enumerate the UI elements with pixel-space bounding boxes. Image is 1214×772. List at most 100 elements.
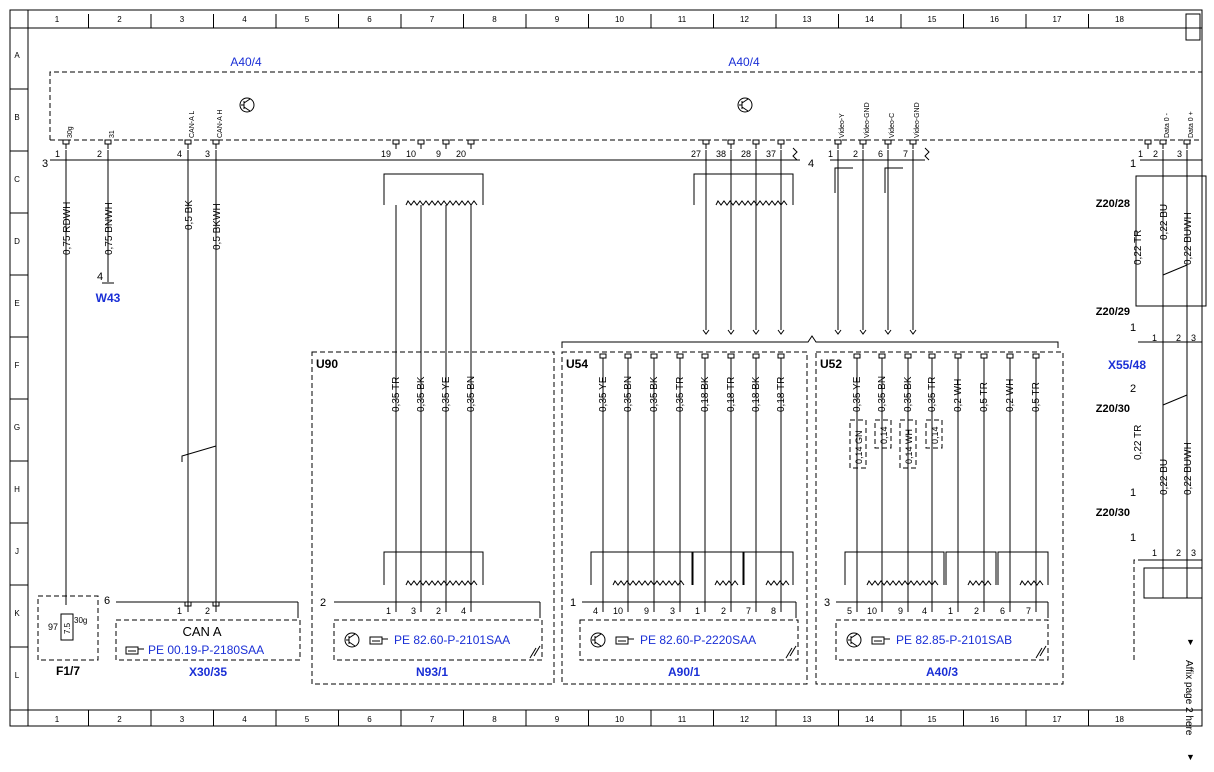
harness-section: [1135, 175, 1207, 307]
reference-box: [579, 619, 799, 661]
wire-label: 0,35 TR: [927, 377, 938, 412]
shield-bracket: [844, 551, 945, 585]
column-label-top: 12: [740, 15, 749, 24]
pin-number: 4: [461, 606, 466, 616]
pin-number: 6: [878, 149, 883, 159]
pin-number: 2: [436, 606, 441, 616]
wire-arrow: [752, 329, 760, 335]
hand-pointer-icon: [369, 636, 388, 645]
column-label-top: 6: [367, 15, 372, 24]
connector-pin-marker: [928, 353, 936, 359]
sleeve-label: 0,14 GN: [854, 430, 864, 464]
connector-pin-marker: [859, 139, 867, 145]
shield-wave: [1019, 580, 1044, 586]
transistor-circle: [590, 632, 606, 648]
connector-pin-marker: [624, 353, 632, 359]
connector-pin-marker: [752, 139, 760, 145]
row-label: J: [15, 547, 19, 556]
transistor-emitter: [594, 641, 602, 647]
affix-arrow: ▼: [1186, 637, 1195, 647]
wire-label: 0,18 TR: [726, 377, 737, 412]
connector-pin-marker: [702, 139, 710, 145]
can-twist-mark: [181, 445, 217, 462]
pin-number: 1: [177, 606, 182, 616]
module-label-u54: U54: [566, 357, 588, 371]
pin-number: 1: [695, 606, 700, 616]
shield-wave: [405, 580, 478, 586]
connector-pin-marker: [392, 139, 400, 145]
connector-pin-marker: [1183, 139, 1191, 145]
pin-number: 3: [670, 606, 675, 616]
connector-number: 3: [42, 158, 48, 170]
shield-bracket: [383, 551, 484, 585]
wire-label: 0,22 BUWH: [1183, 442, 1194, 495]
pin-number: 2: [97, 149, 102, 159]
wire-label: 0,5 TR: [979, 382, 990, 412]
pin-number: 1: [1152, 333, 1157, 343]
transistor-emitter: [348, 641, 356, 647]
pin-number: 19: [381, 149, 391, 159]
pin-number: 7: [746, 606, 751, 616]
wire-label: 0,22 TR: [1133, 230, 1144, 265]
pin-number: 2: [974, 606, 979, 616]
column-label-top: 4: [242, 15, 247, 24]
wire-label: 0,35 TR: [675, 377, 686, 412]
column-label-bottom: 11: [678, 715, 687, 724]
pin-function-label: 30g: [67, 126, 74, 138]
hatch-mark: [1035, 647, 1043, 659]
hand-palm: [125, 646, 139, 655]
connector-pin-marker: [442, 139, 450, 145]
module-u52: [815, 351, 1064, 685]
pin-number: 2: [205, 606, 210, 616]
connector-pin-marker: [650, 353, 658, 359]
column-label-top: 16: [990, 15, 999, 24]
hand-palm: [871, 636, 885, 645]
connector-pin-marker: [1032, 353, 1040, 359]
column-label-top: 7: [430, 15, 435, 24]
connector-number: 1: [570, 597, 576, 609]
pin-number: 1: [55, 149, 60, 159]
connector-pin-marker: [676, 353, 684, 359]
column-label-bottom: 17: [1053, 715, 1062, 724]
wire-label: 0,35 BN: [466, 376, 477, 412]
group-brace: [561, 335, 1059, 348]
break-mark: [924, 147, 930, 161]
pin-number: 38: [716, 149, 726, 159]
connector-x30-35: X30/35: [189, 665, 227, 679]
pin-number: 27: [691, 149, 701, 159]
pin-function-label: Data 0 -: [1164, 112, 1171, 138]
transistor-emitter: [741, 106, 749, 112]
hand-palm: [615, 636, 629, 645]
connector-pin-marker: [417, 139, 425, 145]
connector-number: 3: [824, 597, 830, 609]
pin-number: 3: [1191, 333, 1196, 343]
pin-number: 9: [898, 606, 903, 616]
reference-link-can: PE 00.19-P-2180SAA: [148, 643, 264, 657]
fuse-rating: 7.5: [63, 622, 72, 634]
hatch-mark: [789, 645, 797, 657]
w43-pin: 4: [97, 271, 103, 283]
row-label: L: [15, 671, 20, 680]
module-outline: [1133, 559, 1202, 660]
wire-label: 0,35 BK: [649, 376, 660, 412]
module-label-u90: U90: [316, 357, 338, 371]
sleeve-label: 0,14 WH: [904, 429, 914, 464]
hand-pointer-icon: [125, 646, 144, 655]
hatch-mark: [533, 645, 541, 657]
wire-label: 0,35 YE: [441, 376, 452, 412]
wire-arrow: [727, 329, 735, 335]
pin-number: 20: [456, 149, 466, 159]
wire-label: 0,2 WH: [1005, 379, 1016, 412]
module-label-a40-4-left: A40/4: [230, 55, 262, 69]
pin-number: 10: [613, 606, 623, 616]
column-label-bottom: 10: [615, 715, 624, 724]
fuse-box: [37, 595, 99, 661]
connector-number: 2: [320, 597, 326, 609]
ground-w43: W43: [96, 291, 121, 305]
shield-wave: [405, 200, 478, 206]
shield-wave: [765, 580, 790, 586]
pin-function-label: CAN-A L: [189, 111, 196, 138]
junction-z20-28: Z20/28: [1096, 198, 1130, 210]
module-a40-3: A40/3: [926, 665, 958, 679]
